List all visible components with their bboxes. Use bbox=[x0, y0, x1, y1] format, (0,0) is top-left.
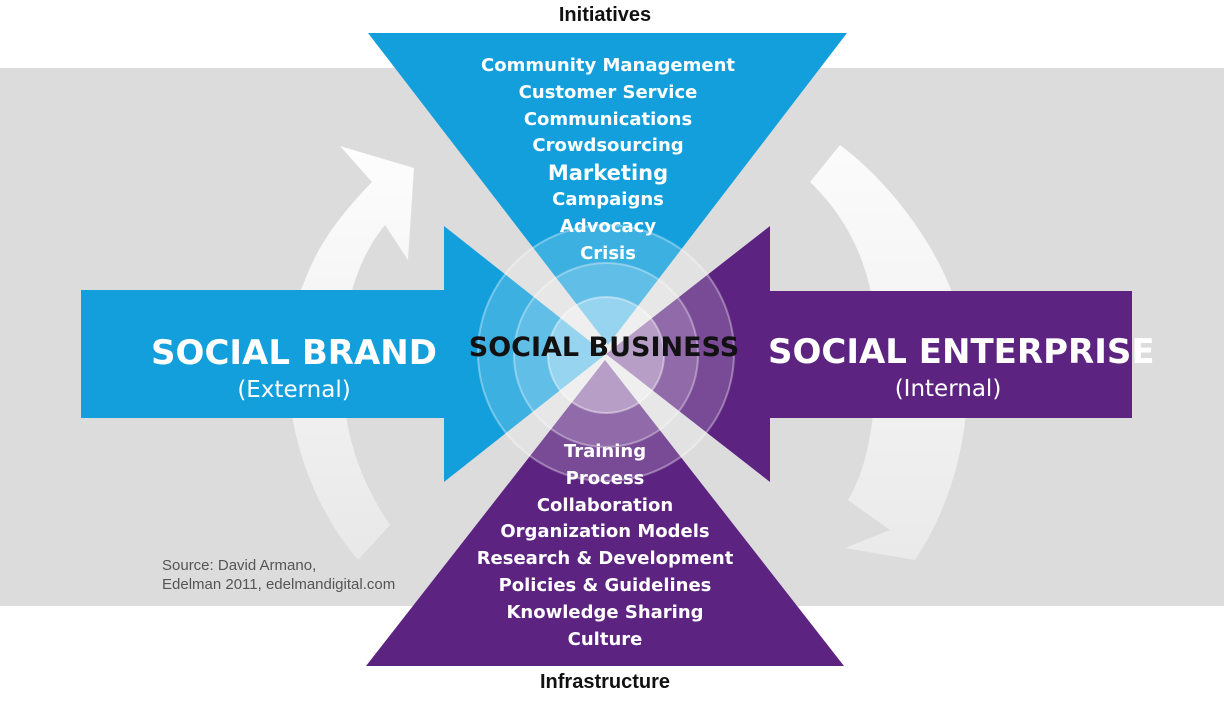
list-item: Communications bbox=[523, 108, 693, 130]
source-line-1: Source: David Armano, bbox=[162, 557, 317, 574]
social-enterprise-subtitle: (Internal) bbox=[894, 376, 1002, 402]
initiatives-list: Community Management Customer Service Co… bbox=[408, 53, 808, 267]
list-item: Advocacy bbox=[559, 215, 657, 237]
social-business-title: SOCIAL BUSINESS bbox=[468, 332, 740, 363]
source-credit: Source: David Armano, Edelman 2011, edel… bbox=[162, 556, 395, 594]
list-item: Training bbox=[563, 441, 647, 462]
social-enterprise-title: SOCIAL ENTERPRISE bbox=[768, 332, 1155, 372]
social-brand-arrow bbox=[81, 226, 606, 482]
inner-circle bbox=[547, 296, 665, 414]
list-item: Customer Service bbox=[518, 81, 698, 103]
social-enterprise-arrow bbox=[606, 226, 1132, 482]
left-cycle-arrow bbox=[288, 146, 414, 560]
list-item: Crowdsourcing bbox=[532, 135, 684, 157]
list-item: Research & Development bbox=[476, 548, 734, 570]
infrastructure-triangle bbox=[366, 360, 844, 666]
outer-circle bbox=[477, 224, 735, 482]
list-item: Marketing bbox=[547, 161, 669, 186]
social-brand-subtitle: (External) bbox=[237, 377, 351, 403]
initiatives-triangle bbox=[368, 33, 847, 345]
list-item: Process bbox=[565, 467, 645, 489]
middle-circle bbox=[513, 262, 699, 448]
list-item: Knowledge Sharing bbox=[506, 601, 704, 623]
list-item: Collaboration bbox=[536, 494, 674, 516]
initiatives-label: Initiatives bbox=[558, 4, 652, 26]
list-item: Policies & Guidelines bbox=[498, 574, 712, 596]
social-brand-title: SOCIAL BRAND bbox=[151, 333, 437, 373]
source-line-2: Edelman 2011, edelmandigital.com bbox=[162, 576, 396, 593]
infrastructure-list: Training Process Collaboration Organizat… bbox=[405, 439, 805, 653]
list-item: Campaigns bbox=[552, 188, 664, 210]
infrastructure-label: Infrastructure bbox=[539, 671, 671, 693]
list-item: Culture bbox=[567, 628, 643, 650]
list-item: Community Management bbox=[481, 55, 735, 76]
list-item: Organization Models bbox=[500, 521, 710, 543]
list-item: Crisis bbox=[580, 242, 636, 264]
